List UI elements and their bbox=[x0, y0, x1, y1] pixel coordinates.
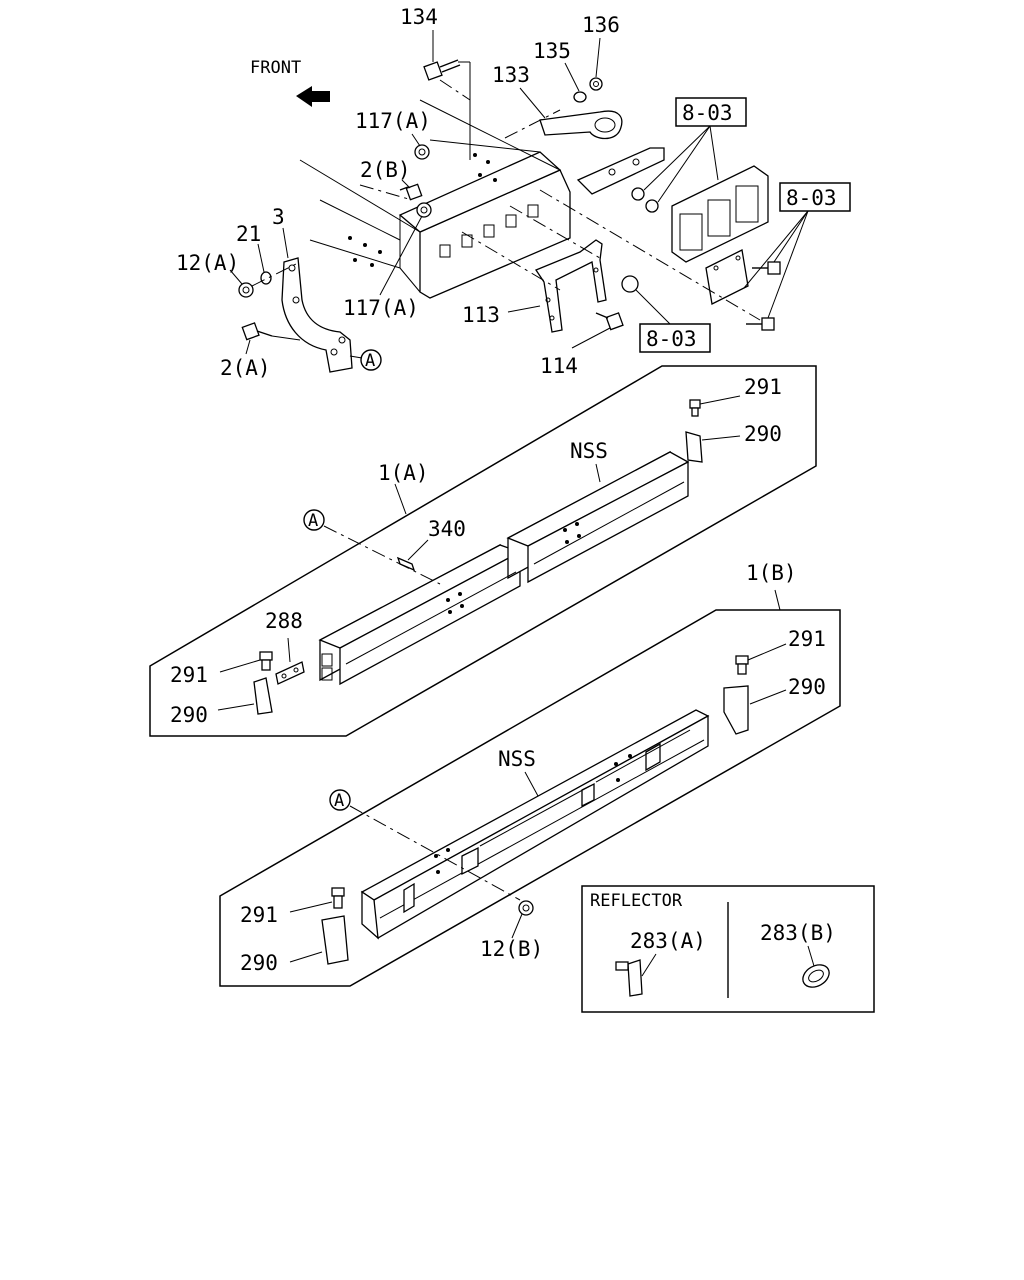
label-290-a1: 290 bbox=[744, 422, 782, 446]
frame-crossmember bbox=[299, 99, 571, 299]
ref-box-803-2 bbox=[779, 182, 851, 212]
bracket-3 bbox=[281, 257, 353, 373]
label-3: 3 bbox=[272, 205, 285, 229]
label-283b: 283(B) bbox=[760, 921, 836, 945]
label-circle-a-low: A bbox=[334, 791, 344, 811]
label-117a-top: 117(A) bbox=[355, 109, 431, 133]
label-12a: 12(A) bbox=[176, 251, 239, 275]
front-label: FRONT bbox=[250, 58, 301, 78]
label-113: 113 bbox=[462, 303, 500, 327]
label-2a: 2(A) bbox=[220, 356, 271, 380]
label-1a: 1(A) bbox=[378, 461, 429, 485]
label-291-a2: 291 bbox=[170, 663, 208, 687]
bolt-134 bbox=[423, 59, 461, 81]
bracket-113 bbox=[535, 239, 607, 333]
panel-1a: NSS 1(A) A 340 291 290 bbox=[149, 365, 817, 737]
reflector-box: REFLECTOR 283(A) 283(B) bbox=[581, 885, 875, 1013]
bolt-2a bbox=[241, 322, 273, 341]
label-803-1: 8-03 bbox=[682, 101, 733, 125]
label-21: 21 bbox=[236, 222, 261, 246]
lamp-bracket bbox=[576, 147, 665, 195]
bolt-2b bbox=[399, 183, 423, 201]
label-nss-a: NSS bbox=[570, 439, 608, 463]
bolt-291-a1 bbox=[689, 399, 701, 417]
stud-340 bbox=[396, 556, 416, 572]
bolt-291-a2 bbox=[259, 651, 273, 671]
end-cap-290-b2 bbox=[321, 915, 349, 965]
bolt-291-b1 bbox=[735, 655, 749, 675]
ref-box-803-3 bbox=[639, 323, 711, 353]
label-803-3: 8-03 bbox=[646, 327, 697, 351]
label-133: 133 bbox=[492, 63, 530, 87]
label-803-2: 8-03 bbox=[786, 186, 837, 210]
plate-288 bbox=[275, 661, 305, 685]
top-assembly: FRONT bbox=[176, 5, 851, 380]
front-arrow-icon bbox=[296, 86, 330, 107]
side-rail-1b bbox=[360, 709, 710, 940]
label-1b: 1(B) bbox=[746, 561, 797, 585]
label-291-b2: 291 bbox=[240, 903, 278, 927]
label-135: 135 bbox=[533, 39, 571, 63]
lamp-plate bbox=[705, 249, 749, 305]
label-290-a2: 290 bbox=[170, 703, 208, 727]
label-2b: 2(B) bbox=[360, 158, 411, 182]
label-340: 340 bbox=[428, 517, 466, 541]
label-134: 134 bbox=[400, 5, 438, 29]
end-cap-290-b1 bbox=[723, 685, 749, 735]
nut-117a-top bbox=[414, 144, 430, 160]
end-cap-290-a1 bbox=[685, 431, 703, 463]
label-291-a1: 291 bbox=[744, 375, 782, 399]
nut-117a-mid bbox=[416, 202, 432, 218]
panel-1b: 1(B) NSS A bbox=[219, 561, 841, 987]
ref-circle-a-top bbox=[360, 349, 382, 371]
lamp-grommet bbox=[621, 275, 639, 293]
label-290-b2: 290 bbox=[240, 951, 278, 975]
label-283a: 283(A) bbox=[630, 929, 706, 953]
tail-lamp bbox=[671, 165, 769, 263]
label-nss-b: NSS bbox=[498, 747, 536, 771]
bolt-291-b2 bbox=[331, 887, 345, 909]
label-290-b1: 290 bbox=[788, 675, 826, 699]
ref-circle-a-mid bbox=[303, 509, 325, 531]
reflector-283a bbox=[615, 959, 643, 997]
label-114: 114 bbox=[540, 354, 578, 378]
lamp-bolt-upper bbox=[752, 261, 781, 275]
label-136: 136 bbox=[582, 13, 620, 37]
tow-hook-133 bbox=[539, 110, 623, 140]
lamp-nut bbox=[631, 187, 659, 213]
end-cap-290-a2 bbox=[253, 677, 273, 715]
side-rail-1a bbox=[318, 450, 690, 686]
ref-circle-a-low bbox=[329, 789, 351, 811]
nut-12a bbox=[238, 282, 254, 298]
washer-21 bbox=[260, 271, 272, 285]
reflector-283b bbox=[802, 964, 830, 988]
nut-136 bbox=[589, 77, 603, 91]
nut-12b bbox=[518, 900, 534, 916]
label-circle-a-mid: A bbox=[308, 511, 318, 531]
label-117a-bottom: 117(A) bbox=[343, 296, 419, 320]
label-circle-a-top: A bbox=[365, 351, 375, 371]
label-291-b1: 291 bbox=[788, 627, 826, 651]
label-reflector: REFLECTOR bbox=[590, 891, 683, 911]
bolt-114 bbox=[595, 312, 624, 331]
label-12b: 12(B) bbox=[480, 937, 543, 961]
washer-135 bbox=[573, 91, 587, 103]
ref-box-803-1 bbox=[675, 97, 747, 127]
label-288: 288 bbox=[265, 609, 303, 633]
